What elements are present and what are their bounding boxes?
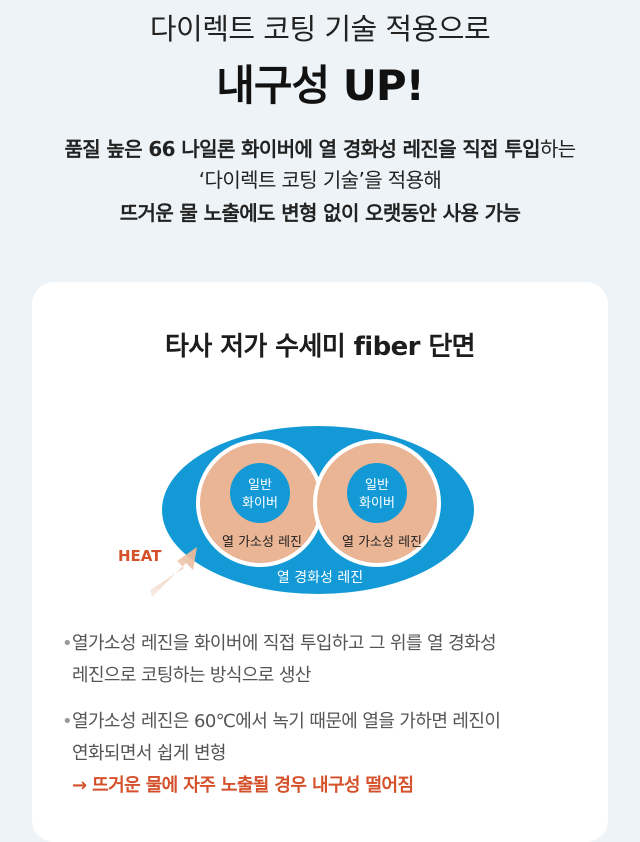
section-headline: 내구성 UP! <box>216 61 425 110</box>
description-line-2: ‘다이렉트 코팅 기술’을 적용해 <box>198 168 442 192</box>
left-fiber-label-1: 일반 <box>248 478 272 493</box>
heat-arrow <box>150 547 197 597</box>
bullet-2-line-1: 열가소성 레진은 60℃에서 녹기 때문에 열을 가하면 레진이 <box>72 711 501 732</box>
description-line-1-normal: 하는 <box>539 137 576 161</box>
right-fiber-core <box>347 463 407 523</box>
description-line-3: 뜨거운 물 노출에도 변형 없이 오랫동안 사용 가능 <box>119 201 521 225</box>
left-fiber-core <box>230 463 290 523</box>
outer-resin-label: 열 경화성 레진 <box>277 570 363 586</box>
bullet-1-line-2: 레진으로 코팅하는 방식으로 생산 <box>72 665 311 686</box>
right-fiber-label-1: 일반 <box>365 478 389 493</box>
bullet-dot-icon: • <box>62 633 73 654</box>
fiber-cross-section-diagram: 일반 화이버 일반 화이버 열 가소성 레진 열 가소성 레진 열 경화성 레진… <box>118 426 474 597</box>
bullet-item: • 열가소성 레진은 60℃에서 녹기 때문에 열을 가하면 레진이 연화되면서… <box>62 706 582 802</box>
section-subtitle: 다이렉트 코팅 기술 적용으로 <box>149 12 491 46</box>
right-ring-label: 열 가소성 레진 <box>342 535 422 550</box>
bullet-1-line-1: 열가소성 레진을 화이버에 직접 투입하고 그 위를 열 경화성 <box>72 633 497 654</box>
bullet-dot-icon: • <box>62 711 73 732</box>
left-fiber-label-2: 화이버 <box>242 496 278 511</box>
heat-label: HEAT <box>118 547 162 565</box>
description-line-1: 품질 높은 66 나일론 화이버에 열 경화성 레진을 직접 투입하는 <box>0 133 640 162</box>
right-fiber-label-2: 화이버 <box>359 496 395 511</box>
feature-bullet-list: • 열가소성 레진을 화이버에 직접 투입하고 그 위를 열 경화성 레진으로 … <box>62 628 582 816</box>
description-line-1-bold: 품질 높은 66 나일론 화이버에 열 경화성 레진을 직접 투입 <box>64 137 540 161</box>
left-ring-label: 열 가소성 레진 <box>222 535 302 550</box>
card-title: 타사 저가 수세미 fiber 단면 <box>165 332 476 362</box>
warning-text: → 뜨거운 물에 자주 노출될 경우 내구성 떨어짐 <box>72 775 414 796</box>
bullet-2-line-2: 연화되면서 쉽게 변형 <box>72 743 226 764</box>
bullet-item: • 열가소성 레진을 화이버에 직접 투입하고 그 위를 열 경화성 레진으로 … <box>62 628 582 692</box>
